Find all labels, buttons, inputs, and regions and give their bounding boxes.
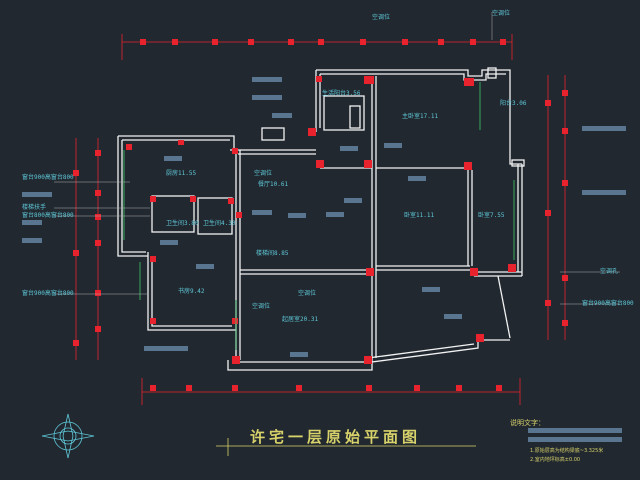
note-line-1: 1.原始层高为结构梁底~3.325米 <box>530 448 604 454</box>
tag-bar <box>252 77 282 82</box>
tag-bar <box>528 437 622 442</box>
tag-bar <box>582 190 626 195</box>
tag-bar <box>160 240 178 245</box>
tag-bar <box>582 126 626 131</box>
room-label-aircon-2: 空调位 <box>298 290 317 297</box>
tag-bar <box>272 113 292 118</box>
side-label-left-2: 楼梯扶手 <box>22 204 47 211</box>
tag-bar <box>22 192 52 197</box>
room-label-kitchen: 厨房11.55 <box>166 170 197 177</box>
tag-bar <box>288 213 306 218</box>
side-label-right-1: 空调孔 <box>600 268 619 275</box>
side-label-right-2: 窗台900高窗台800 <box>582 300 634 307</box>
room-label-dining: 餐厅10.61 <box>258 181 289 188</box>
side-label-left-1: 窗台900高窗台800 <box>22 174 74 181</box>
room-label-bedroom-2: 卧室11.11 <box>404 212 435 219</box>
tag-bar <box>340 146 358 151</box>
leader-lines <box>54 12 620 305</box>
tag-bar <box>384 143 402 148</box>
tag-bar <box>422 287 440 292</box>
walls <box>117 67 525 371</box>
tag-bar <box>252 210 272 215</box>
tag-bar <box>22 238 42 243</box>
dimension-ticks <box>73 39 568 391</box>
room-label-bathroom-2: 卫生间4.30 <box>203 220 236 227</box>
tag-bar <box>408 176 426 181</box>
columns <box>126 76 516 364</box>
room-label-master-bedroom: 主卧室17.11 <box>402 113 439 120</box>
tag-bar <box>444 314 462 319</box>
notes-heading: 说明文字： <box>510 419 545 427</box>
side-label-left-3: 窗台800高窗台800 <box>22 212 74 219</box>
tag-bar <box>164 156 182 161</box>
windows <box>123 82 515 350</box>
tag-bar <box>196 264 214 269</box>
tag-bar <box>528 428 622 433</box>
tag-bar <box>326 212 344 217</box>
room-label-aircon-3: 空调位 <box>252 303 271 310</box>
tag-bar <box>144 346 188 351</box>
tag-bar <box>344 198 362 203</box>
side-label-left-4: 窗台900高窗台800 <box>22 290 74 297</box>
drawing-title: 许宅一层原始平面图 <box>250 428 422 446</box>
room-label-balcony: 生活阳台3.56 <box>322 90 361 97</box>
top-label-1: 空调位 <box>372 14 391 21</box>
room-label-aircon-1: 空调位 <box>254 170 273 177</box>
room-label-bedroom-3: 卧室7.55 <box>478 212 505 219</box>
note-line-2: 2.室内地坪标高±0.00 <box>530 457 581 463</box>
title-underline <box>216 438 476 456</box>
room-label-stairs: 楼梯间8.85 <box>256 250 289 257</box>
tag-bar <box>252 95 282 100</box>
tag-bar <box>22 220 42 225</box>
top-label-2: 空调位 <box>492 10 511 17</box>
room-label-study: 书房9.42 <box>178 288 205 295</box>
compass-icon <box>41 413 95 459</box>
room-label-balcony-2: 阳台3.06 <box>500 100 527 107</box>
tag-bar <box>290 352 308 357</box>
room-label-bathroom-1: 卫生间3.80 <box>166 220 199 227</box>
room-label-living: 起居室20.31 <box>282 316 319 323</box>
dimension-lines <box>75 34 566 405</box>
